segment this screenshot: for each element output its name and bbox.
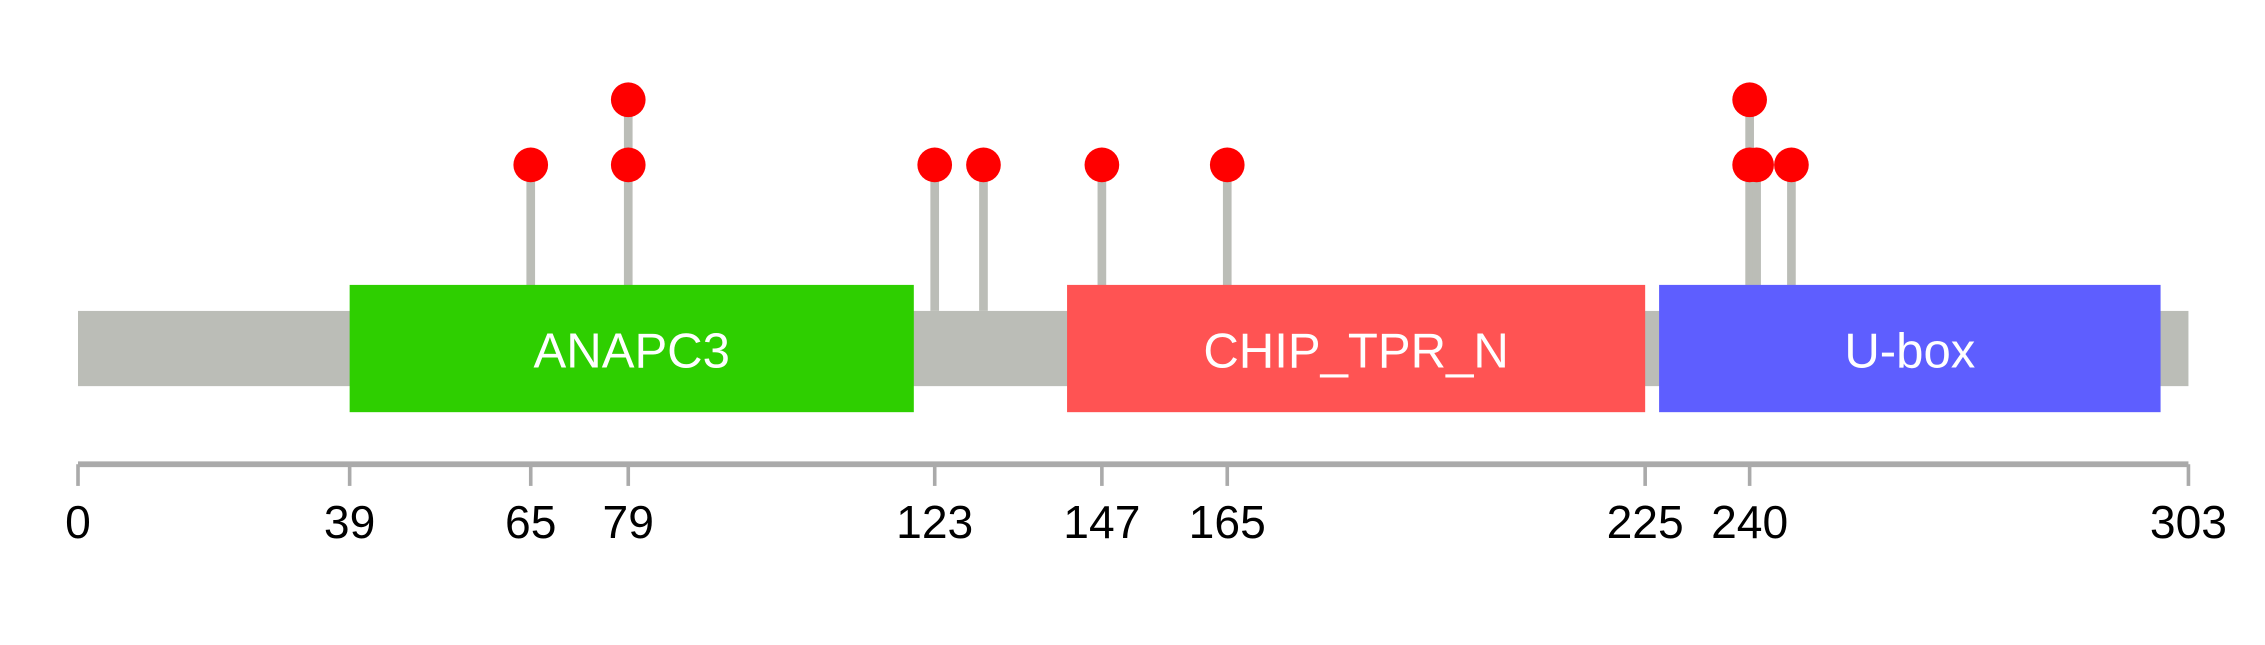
- mutation-marker: [1084, 147, 1120, 183]
- domain-label: ANAPC3: [534, 324, 730, 378]
- mutation-marker: [1732, 82, 1767, 118]
- mutation-marker: [610, 147, 646, 183]
- domains-layer: ANAPC3 CHIP_TPR_N U-box: [349, 284, 2161, 413]
- tick-label: 0: [65, 496, 91, 548]
- domain-label: U-box: [1844, 324, 1975, 378]
- mutation-marker: [1209, 147, 1245, 183]
- tick-label: 123: [896, 496, 973, 548]
- tick-label: 225: [1607, 496, 1684, 548]
- mutation-marker: [1739, 147, 1774, 183]
- tick-label: 303: [2150, 496, 2227, 548]
- x-axis: 0 39 65 79 123 147 165 225 240 303: [65, 461, 2227, 548]
- tick-label: 39: [324, 496, 375, 548]
- tick-label: 147: [1063, 496, 1140, 548]
- tick-label: 240: [1711, 496, 1788, 548]
- domain-label: CHIP_TPR_N: [1203, 324, 1509, 378]
- domain-anapc3: [349, 284, 914, 413]
- domain-u-box: [1659, 284, 2161, 413]
- tick-label: 165: [1189, 496, 1266, 548]
- mutation-marker: [513, 147, 549, 183]
- mutation-marker: [966, 147, 1001, 183]
- mutation-marker: [610, 82, 646, 118]
- stems-layer: [526, 99, 1796, 311]
- markers-layer: [513, 82, 1809, 183]
- tick-label: 65: [505, 496, 556, 548]
- mutation-marker: [917, 147, 953, 183]
- tick-label: 79: [603, 496, 654, 548]
- domain-chip_tpr_n: [1067, 284, 1646, 413]
- mutation-marker: [1774, 147, 1809, 183]
